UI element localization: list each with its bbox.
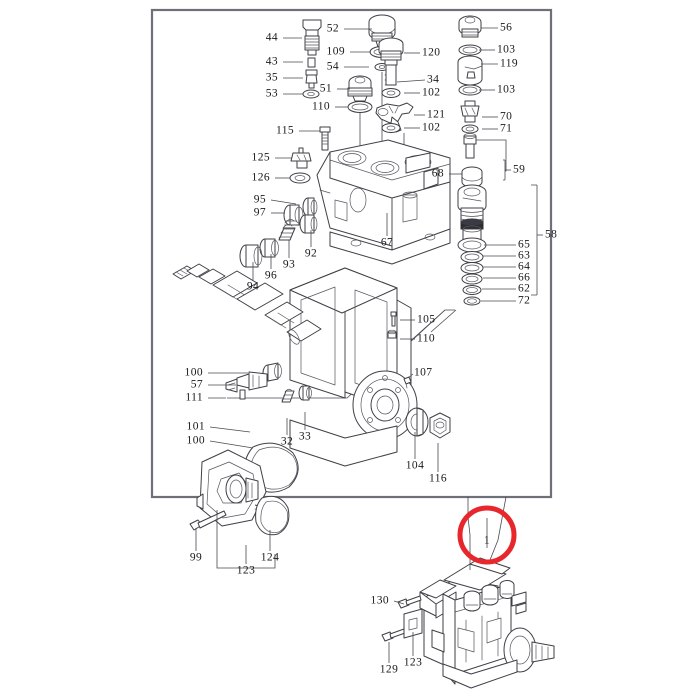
callout-label-52: 52 [326, 22, 339, 35]
part-group-56-71 [457, 15, 507, 172]
part-group-100-111 [225, 362, 282, 400]
callout-label-130: 130 [370, 594, 389, 607]
callout-label-62: 62 [518, 282, 531, 295]
callout-label-56: 56 [500, 21, 513, 34]
callout-label-102: 102 [422, 86, 441, 99]
highlight-circle [457, 505, 517, 565]
callout-label-119: 119 [500, 57, 519, 70]
callout-label-129: 129 [379, 663, 399, 676]
part-group-120-102 [375, 37, 414, 172]
callout-label-94: 94 [246, 280, 260, 293]
callout-label-35: 35 [265, 71, 278, 84]
callout-label-107: 107 [414, 366, 433, 379]
part-group-115-97 [283, 126, 331, 226]
part-group-32-33 [281, 385, 312, 403]
callout-label-109: 109 [326, 45, 345, 58]
callout-label-64: 64 [518, 260, 531, 273]
leader-95 [270, 199, 297, 205]
callout-label-110: 110 [311, 100, 330, 113]
callout-label-58: 58 [545, 228, 558, 241]
callout-label-97: 97 [253, 206, 266, 219]
callout-label-66: 66 [518, 271, 531, 284]
callout-label-51: 51 [319, 82, 332, 95]
callout-label-126: 126 [251, 171, 270, 184]
leader-107 [407, 373, 414, 379]
callout-label-95: 95 [253, 193, 266, 206]
callout-label-72: 72 [518, 294, 531, 307]
part-group-68-59 [457, 159, 506, 242]
part-group-105-116 [387, 311, 451, 439]
part-group-101-100 [189, 442, 299, 569]
part-camshaft [172, 263, 322, 345]
callout-label-70: 70 [500, 110, 513, 123]
callout-label-103: 103 [497, 43, 516, 56]
part-group-92-94 [239, 214, 318, 268]
callout-label-93: 93 [282, 258, 296, 271]
callout-label-96: 96 [264, 269, 278, 282]
callout-label-63: 63 [518, 249, 531, 262]
callout-label-105: 105 [417, 313, 436, 326]
callout-label-124: 124 [260, 551, 280, 564]
callout-label-68: 68 [431, 167, 444, 180]
callout-label-57: 57 [190, 378, 203, 391]
callout-leaders [195, 27, 543, 663]
callout-label-101: 101 [186, 420, 205, 433]
part-pump-housing-67 [316, 139, 451, 265]
callout-label-67: 67 [380, 236, 394, 249]
part-group-65-72 [430, 184, 538, 333]
callout-label-53: 53 [265, 87, 278, 100]
diagram-frame [150, 8, 553, 499]
callout-label-100: 100 [184, 366, 203, 379]
callout-label-111: 111 [185, 391, 203, 404]
leader-101 [209, 426, 251, 433]
callout-label-65: 65 [518, 238, 531, 251]
leader-34 [396, 79, 426, 83]
callout-label-121: 121 [427, 108, 446, 121]
callout-label-116: 116 [428, 472, 448, 485]
assembly-fuel-injection-pump [381, 496, 555, 689]
callout-label-71: 71 [500, 122, 513, 135]
callout-label-1: 1 [483, 534, 491, 547]
callout-label-103: 103 [497, 83, 516, 96]
callout-label-100: 100 [186, 434, 205, 447]
callout-label-120: 120 [422, 46, 441, 59]
part-group-44-53 [302, 19, 322, 99]
callout-label-102: 102 [422, 121, 441, 134]
callout-label-104: 104 [405, 459, 425, 472]
callout-label-32: 32 [280, 435, 294, 448]
callout-label-34: 34 [427, 73, 440, 86]
callout-label-54: 54 [326, 60, 339, 73]
callout-label-92: 92 [304, 247, 318, 260]
callout-label-123: 123 [236, 564, 256, 577]
callout-label-44: 44 [265, 31, 278, 44]
part-governor-housing [289, 267, 418, 467]
callout-label-43: 43 [265, 55, 278, 68]
callout-label-125: 125 [251, 151, 270, 164]
callout-label-59: 59 [513, 163, 526, 176]
callout-label-110: 110 [417, 332, 436, 345]
callout-label-115: 115 [275, 124, 294, 137]
callout-label-123: 123 [403, 656, 423, 669]
callout-label-33: 33 [298, 430, 312, 443]
leader-100 [209, 440, 254, 449]
leader-130 [393, 600, 405, 605]
callout-label-99: 99 [189, 551, 203, 564]
